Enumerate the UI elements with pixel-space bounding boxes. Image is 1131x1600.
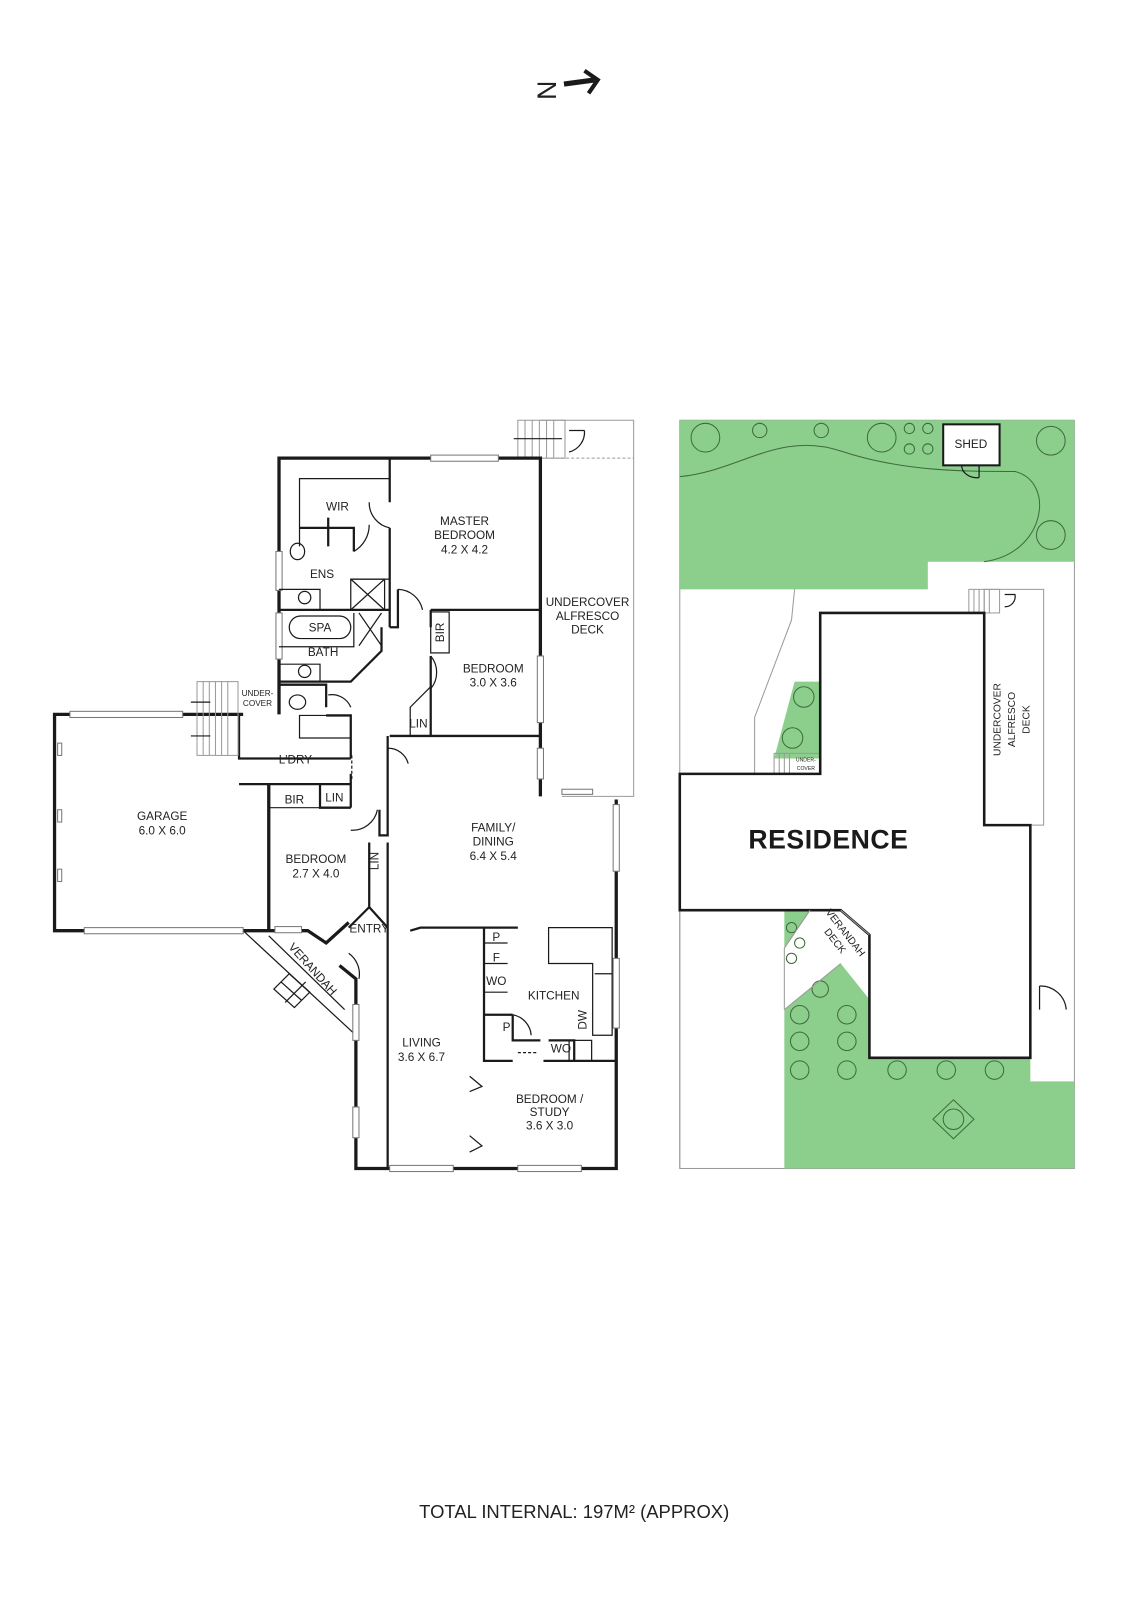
room-label-study: BEDROOM /	[516, 1093, 584, 1106]
room-label-spa: SPA	[309, 621, 332, 634]
room-label-wir: WIR	[326, 500, 349, 513]
room-dims-living: 3.6 X 6.7	[398, 1051, 445, 1064]
interior-walls	[237, 458, 617, 1169]
room-dims-garage: 6.0 X 6.0	[139, 824, 187, 837]
label-pantry-2: P	[503, 1021, 511, 1034]
site-alfresco-label-3: DECK	[1021, 705, 1032, 734]
room-label-bir-2: BIR	[285, 794, 305, 807]
north-arrow-icon: N	[532, 69, 601, 100]
room-label-alfresco-3: DECK	[571, 623, 604, 636]
room-label-family: FAMILY/	[471, 821, 516, 834]
site-alfresco-deck	[983, 588, 1045, 826]
compass-label: N	[532, 81, 562, 100]
alfresco-steps	[513, 419, 586, 459]
shed	[942, 423, 1001, 467]
label-wall-oven-2: WO	[551, 1043, 571, 1056]
room-label-master-2: BEDROOM	[434, 529, 495, 542]
room-label-lin-3: LIN	[368, 852, 381, 870]
room-label-study-2: STUDY	[530, 1106, 570, 1119]
room-label-bir: BIR	[434, 623, 447, 643]
room-label-alfresco-2: ALFRESCO	[556, 610, 619, 623]
room-label-living: LIVING	[402, 1037, 441, 1050]
lawn-rear	[679, 420, 1075, 590]
garage-wall	[52, 712, 350, 946]
room-label-bedroom-2: BEDROOM	[463, 662, 524, 675]
total-internal-area: TOTAL INTERNAL: 197M² (APPROX)	[419, 1501, 729, 1522]
room-label-bedroom-3: BEDROOM	[286, 853, 347, 866]
room-label-undercover-2: COVER	[243, 699, 272, 708]
undercover-steps	[190, 681, 239, 756]
site-undercover-label: UNDER-	[796, 758, 816, 764]
site-plan: SHED UNDERCOVER ALFRESCO DECK UNDER- COV…	[678, 419, 1075, 1169]
label-fridge: F	[493, 951, 500, 964]
room-dims-bedroom-2: 3.0 X 3.6	[470, 677, 518, 690]
room-dims-study: 3.6 X 3.0	[526, 1120, 574, 1133]
residence-label: RESIDENCE	[748, 825, 908, 855]
room-label-alfresco: UNDERCOVER	[546, 596, 630, 609]
room-label-master: MASTER	[440, 515, 489, 528]
label-pantry: P	[492, 931, 500, 944]
floor-plan: WIR MASTER BEDROOM 4.2 X 4.2 ENS SPA BAT…	[52, 419, 635, 1173]
verandah-step-icon	[272, 972, 311, 1009]
site-undercover-label-2: COVER	[797, 766, 815, 772]
room-label-verandah: VERANDAH	[286, 941, 339, 998]
room-dims-bedroom-3: 2.7 X 4.0	[292, 867, 340, 880]
room-label-ens: ENS	[310, 568, 334, 581]
room-label-kitchen: KITCHEN	[528, 989, 580, 1002]
alfresco-deck-outline	[540, 419, 635, 797]
label-wall-oven: WO	[486, 975, 506, 988]
lawn-front	[784, 910, 1075, 1169]
room-label-bath: BATH	[308, 646, 339, 659]
room-label-laundry: L'DRY	[279, 754, 313, 767]
room-label-lin: LIN	[409, 718, 427, 731]
room-label-family-2: DINING	[473, 836, 514, 849]
room-label-garage: GARAGE	[137, 810, 187, 823]
shed-label: SHED	[955, 438, 988, 451]
room-label-entry: ENTRY	[349, 923, 389, 936]
room-dims-family: 6.4 X 5.4	[470, 850, 518, 863]
site-alfresco-label-2: ALFRESCO	[1007, 692, 1018, 747]
room-label-lin-2: LIN	[325, 792, 343, 805]
label-dishwasher: DW	[577, 1009, 590, 1029]
windows	[57, 454, 620, 1173]
lawn-side	[774, 681, 821, 759]
room-label-undercover: UNDER-	[242, 689, 274, 698]
site-alfresco-label: UNDERCOVER	[993, 683, 1004, 756]
residence-footprint	[678, 611, 1032, 1060]
room-dims-master: 4.2 X 4.2	[441, 543, 488, 556]
